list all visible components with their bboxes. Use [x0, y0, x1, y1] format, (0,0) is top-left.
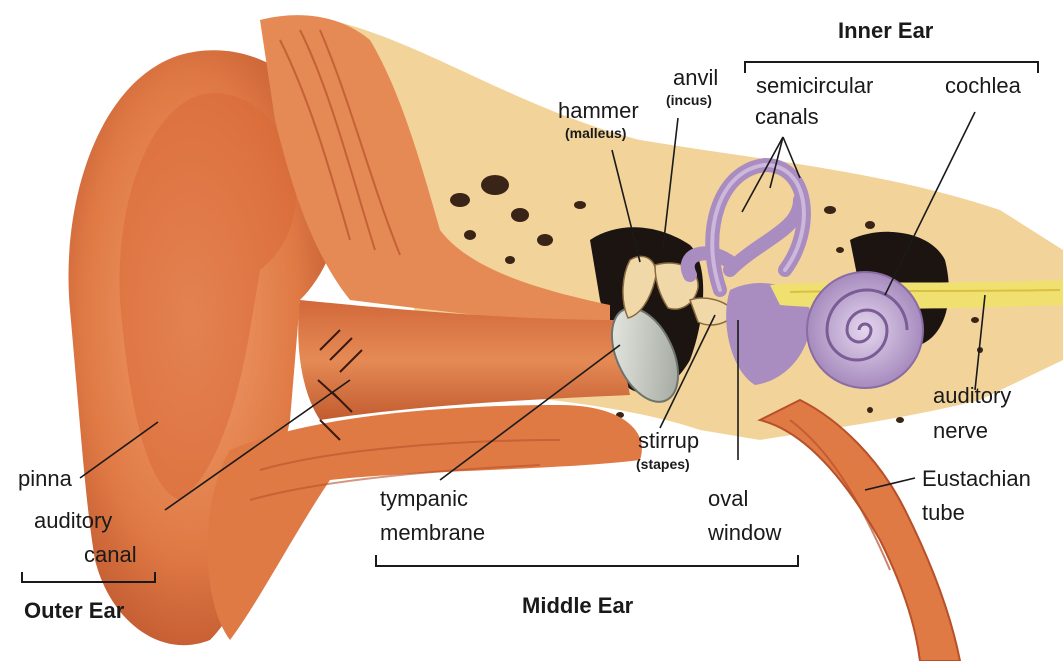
- tympanic-membrane-label-line1: tympanic: [380, 486, 468, 512]
- eustachian-tube-label-line1: Eustachian: [922, 466, 1031, 492]
- oval-window-label-line1: oval: [708, 486, 748, 512]
- auditory-nerve-label-line1: auditory: [933, 383, 1011, 409]
- anvil-label: anvil: [673, 65, 718, 91]
- eustachian-tube-shape: [760, 400, 960, 661]
- auditory-canal-label-line2: canal: [84, 542, 137, 568]
- oval-window-label-line2: window: [708, 520, 781, 546]
- cochlea-label: cochlea: [945, 73, 1021, 99]
- inner-ear-title: Inner Ear: [838, 18, 933, 44]
- inner-ear-bracket: [745, 62, 1038, 73]
- malleus-label: (malleus): [565, 125, 626, 141]
- incus-label: (incus): [666, 92, 712, 108]
- middle-ear-bracket: [376, 555, 798, 566]
- tympanic-membrane-label-line2: membrane: [380, 520, 485, 546]
- hammer-label: hammer: [558, 98, 639, 124]
- outer-ear-title: Outer Ear: [24, 598, 124, 624]
- pinna-label: pinna: [18, 466, 72, 492]
- semicircular-canals-label-line2: canals: [755, 104, 819, 130]
- semicircular-canals-label-line1: semicircular: [756, 73, 873, 99]
- stirrup-label: stirrup: [638, 428, 699, 454]
- middle-ear-title: Middle Ear: [522, 593, 633, 619]
- auditory-nerve-label-line2: nerve: [933, 418, 988, 444]
- eustachian-tube-label-line2: tube: [922, 500, 965, 526]
- stapes-label: (stapes): [636, 456, 690, 472]
- auditory-canal-label-line1: auditory: [34, 508, 112, 534]
